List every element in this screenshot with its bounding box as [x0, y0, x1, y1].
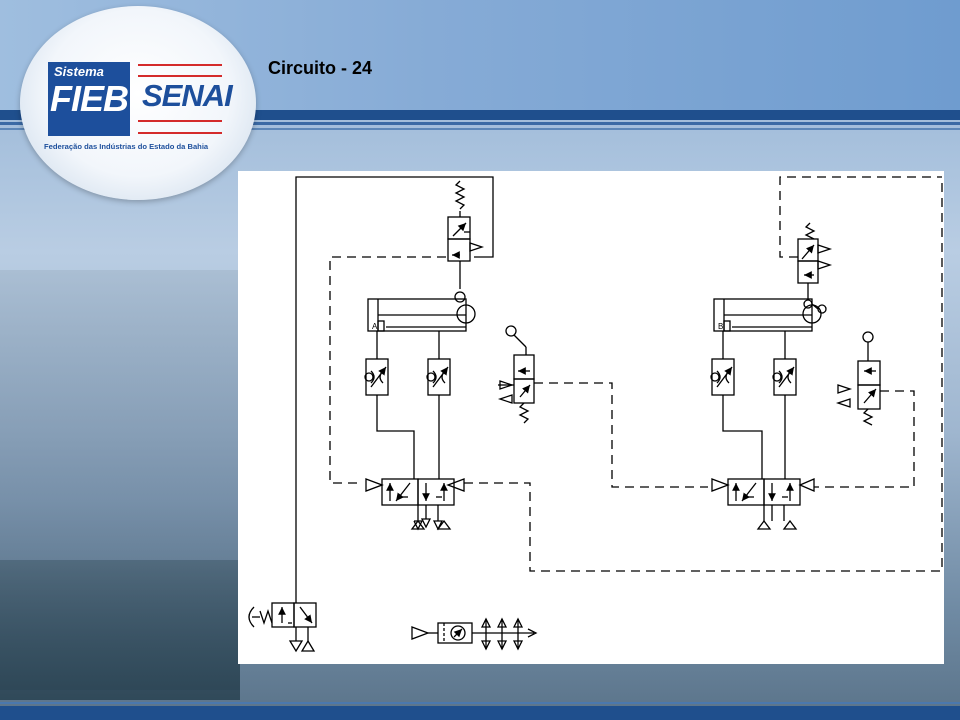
header-stripe [0, 110, 960, 120]
roller-valve-2 [497, 325, 535, 424]
background-trees [0, 560, 240, 700]
flow-control-valve-left-1 [364, 358, 389, 396]
logo-sistema-text: Sistema [54, 64, 104, 79]
logo-red-line-bottom [138, 132, 222, 134]
pilot-line-right-top [779, 176, 942, 258]
cylinder-2: B [713, 298, 822, 332]
roller-valve-1 [447, 180, 485, 303]
directional-valve-1 [365, 478, 465, 531]
footer-stripe [0, 706, 960, 720]
svg-text:B: B [718, 322, 723, 331]
logo-red-line-top [138, 64, 222, 66]
roller-valve-3 [797, 222, 833, 314]
logo-subtitle: Federação das Indústrias do Estado da Ba… [44, 142, 209, 151]
roller-valve-4 [835, 331, 881, 426]
connections-left [376, 331, 440, 479]
logo-red-line [138, 75, 222, 77]
flow-control-valve-left-2 [426, 358, 451, 396]
cylinder-1: A [367, 298, 476, 332]
header-stripe-light [0, 128, 960, 130]
pneumatic-circuit-diagram: A [248, 176, 943, 653]
footer-stripe-light [0, 702, 960, 704]
connections-right [722, 331, 786, 479]
flow-control-valve-right-2 [772, 358, 797, 396]
logo-senai-text: SENAI [142, 78, 233, 113]
supply-line [295, 176, 494, 603]
service-unit [411, 617, 538, 651]
header-stripe-thin [0, 122, 960, 125]
logo-fieb-text: FIEB [50, 78, 129, 119]
logo-fieb-block [48, 62, 130, 136]
directional-valve-2 [711, 478, 815, 530]
pilot-line-left [329, 256, 446, 484]
flow-control-valve-right-1 [710, 358, 735, 396]
push-button-valve [248, 602, 317, 653]
svg-text:A: A [372, 322, 378, 331]
logo-red-line [138, 120, 222, 122]
pilot-line-middle [464, 177, 943, 572]
pilot-line-right [814, 390, 915, 488]
diagram-panel [238, 171, 944, 664]
slide-title: Circuito - 24 [268, 58, 373, 78]
